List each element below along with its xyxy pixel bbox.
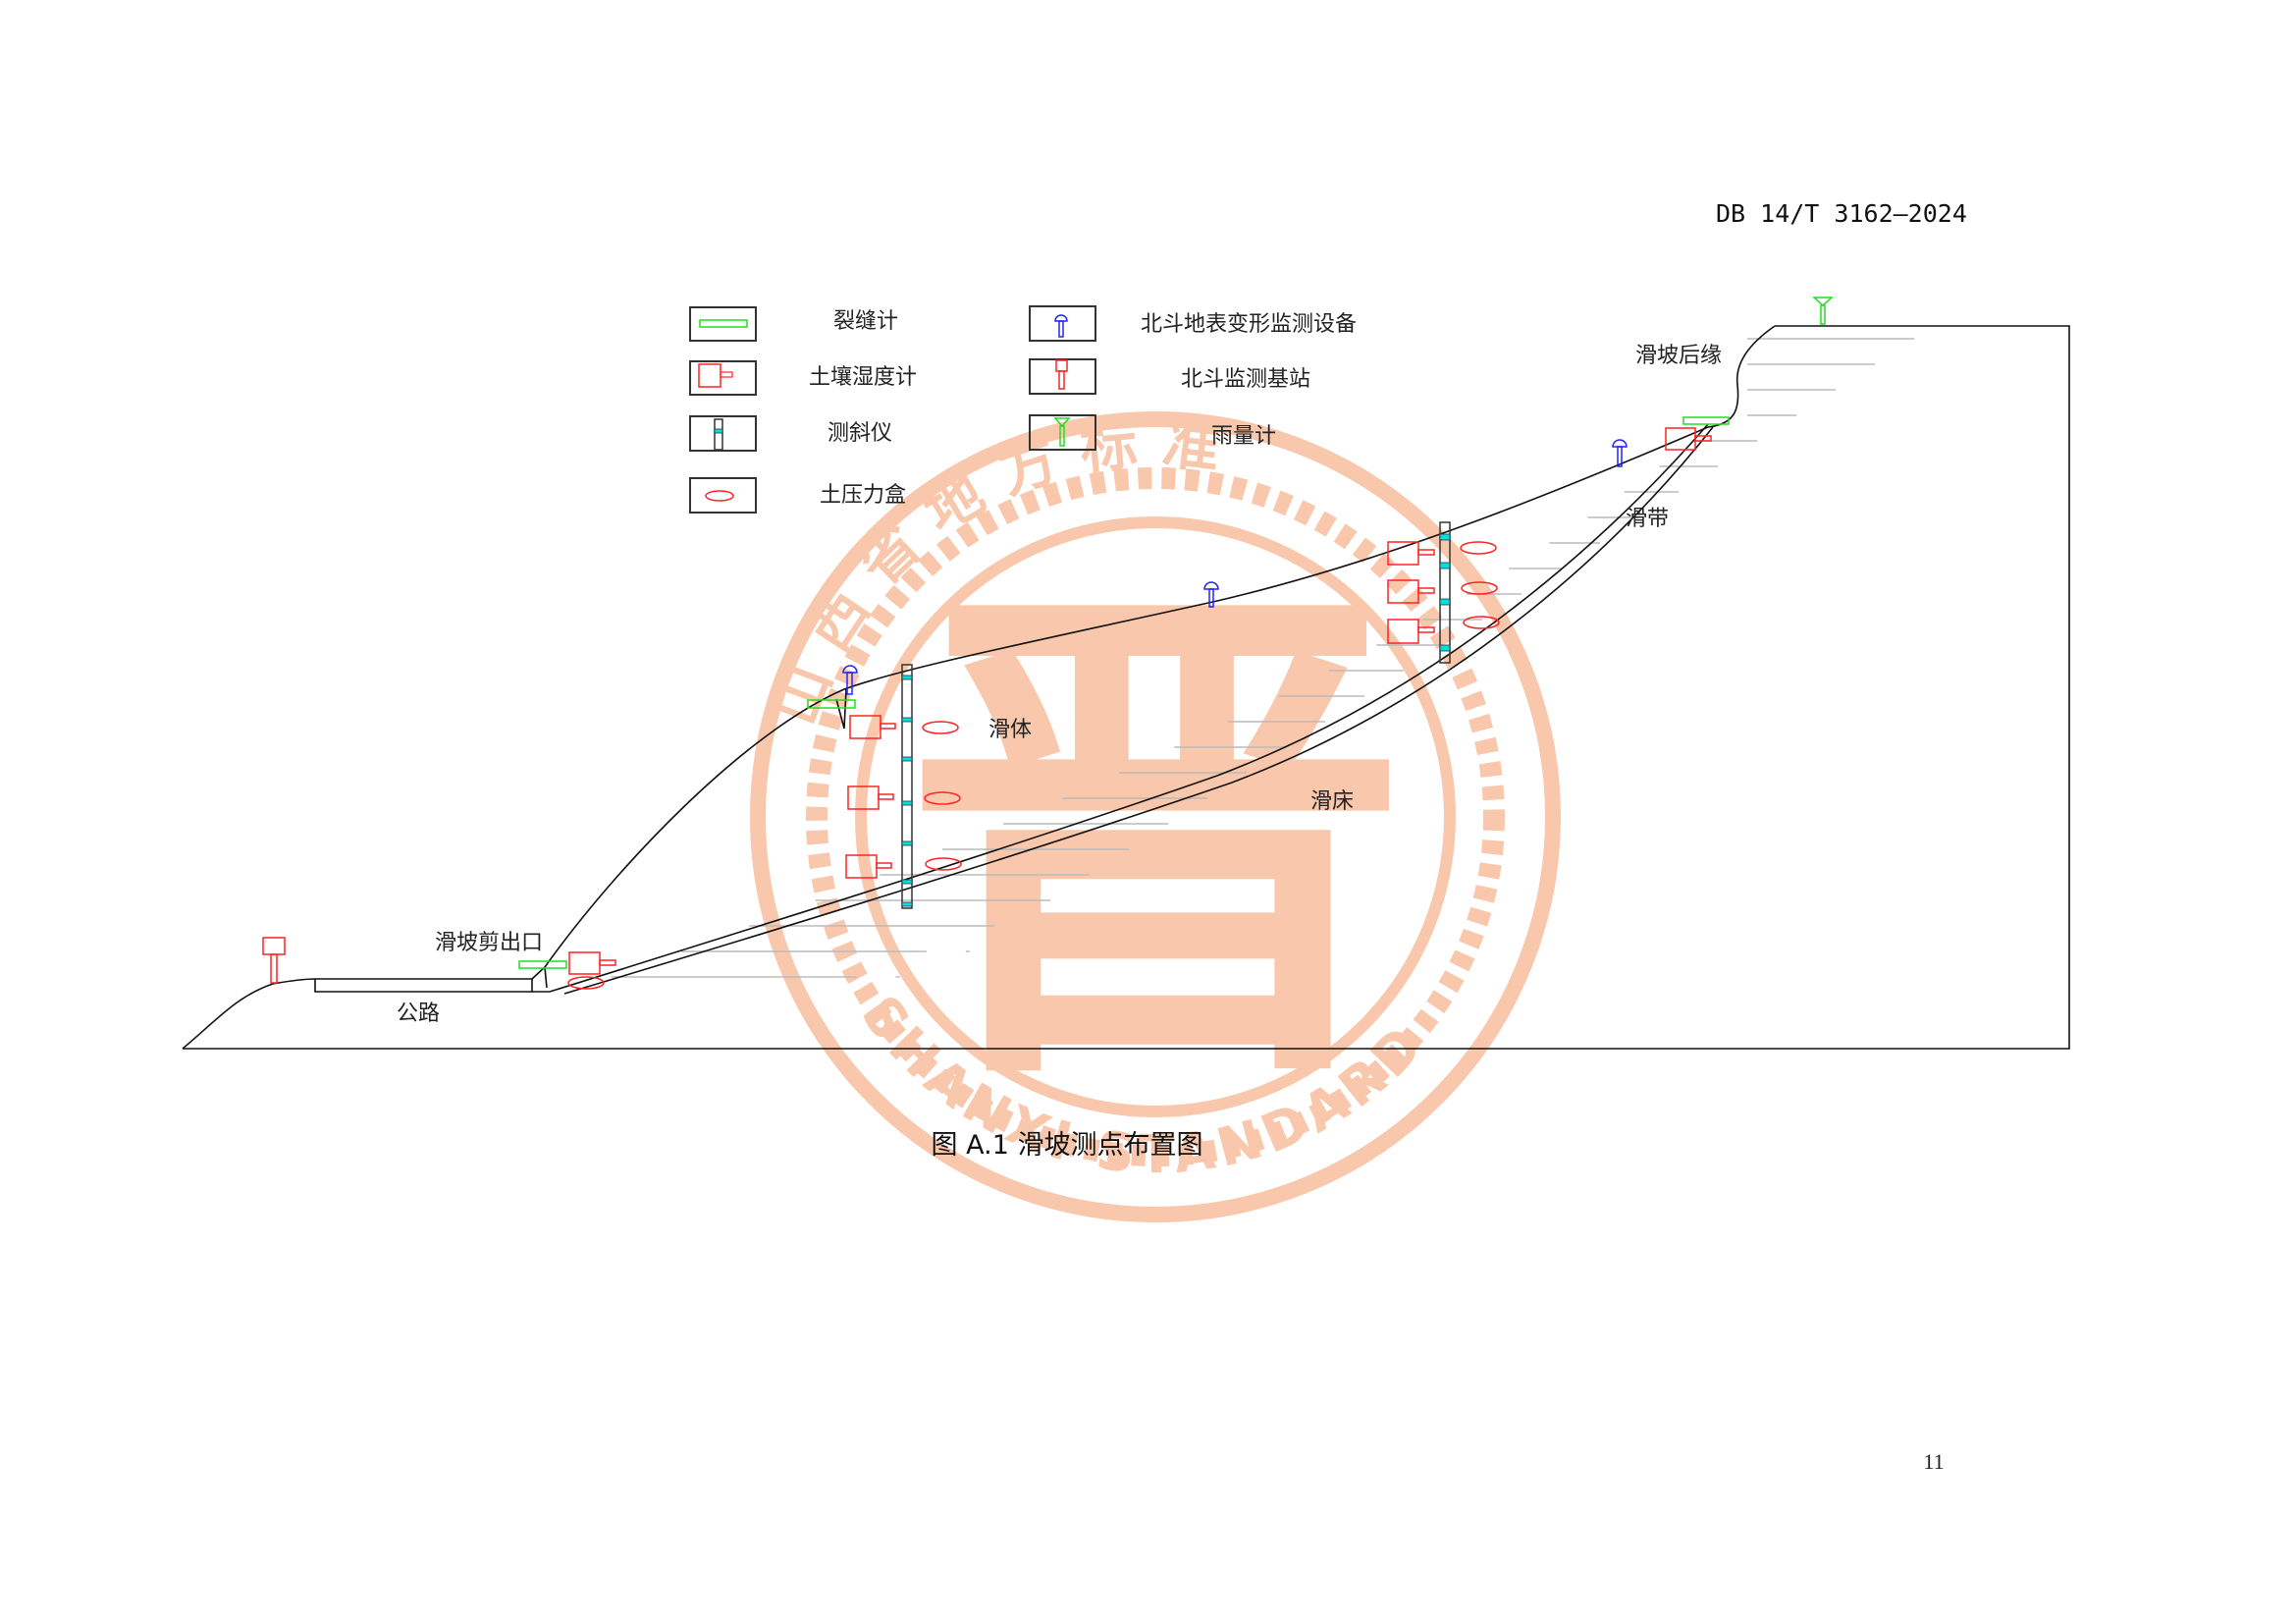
soil-moisture-meter-icon [698, 363, 733, 388]
crack-meter [1682, 416, 1730, 425]
legend-label: 北斗监测基站 [1181, 367, 1310, 392]
rear-scarp-line [1707, 325, 1776, 428]
beidou-surface-monitor [842, 665, 858, 695]
legend-box [1029, 305, 1096, 342]
earth-pressure-cell [925, 857, 962, 871]
earth-pressure-cell [567, 976, 605, 990]
crack-meter-icon [699, 319, 748, 328]
slip-surface-lower [563, 426, 1714, 995]
legend-box [1029, 414, 1096, 451]
legend-box [689, 415, 757, 452]
watermark-seal: 山西省地方标准 SHANXI STANDARD 晋 [750, 408, 1561, 1222]
inclinometer [1439, 521, 1451, 664]
legend-label: 土压力盒 [820, 483, 906, 508]
label-shear-outlet: 滑坡剪出口 [435, 931, 543, 955]
legend-box [689, 306, 757, 342]
earth-pressure-cell [1463, 616, 1500, 629]
beidou-base-station-icon [1055, 359, 1068, 390]
legend: 裂缝计 土壤湿度计 测斜仪 土压力盒 北斗地表变形监测设备 北斗监测基站 [689, 305, 1357, 514]
road-outline [182, 978, 533, 1050]
earth-pressure-cell [922, 721, 959, 734]
section-outline [183, 325, 2070, 1050]
tension-crack [835, 688, 847, 730]
beidou-surface-monitor [1612, 439, 1628, 467]
soil-moisture-meter [1387, 541, 1435, 566]
legend-box [689, 477, 757, 514]
page-number: 11 [1923, 1449, 1944, 1474]
beidou-base-station [262, 937, 286, 984]
shear-crack [544, 966, 548, 989]
legend-label: 裂缝计 [833, 309, 898, 334]
figure-caption: 图 A.1 滑坡测点布置图 [932, 1130, 1203, 1161]
standard-number: DB 14/T 3162—2024 [1716, 199, 1967, 228]
legend-box [689, 360, 757, 396]
soil-moisture-meter [1387, 579, 1435, 604]
legend-label: 雨量计 [1211, 424, 1276, 449]
earth-pressure-cell [1461, 581, 1498, 595]
crack-meter [518, 960, 567, 969]
beidou-surface-monitor [1203, 581, 1219, 608]
soil-moisture-meter [845, 854, 892, 879]
legend-box [1029, 358, 1096, 395]
label-road: 公路 [397, 1001, 440, 1026]
earth-pressure-cell-icon [705, 490, 734, 502]
label-slip-zone: 滑带 [1626, 507, 1669, 531]
rain-gauge [1812, 297, 1834, 325]
slide-bed-hatching [611, 338, 1914, 978]
label-rear-edge: 滑坡后缘 [1635, 344, 1722, 368]
legend-label: 测斜仪 [828, 421, 892, 446]
soil-moisture-meter [568, 951, 616, 975]
seal-fret-band [806, 467, 1505, 1166]
seal-center-char: 晋 [900, 547, 1411, 1142]
label-slide-body: 滑体 [988, 718, 1032, 742]
crack-meter [807, 699, 856, 709]
soil-moisture-meter [849, 715, 896, 739]
earth-pressure-cell [924, 791, 961, 805]
instruments [262, 297, 1834, 990]
rain-gauge-icon [1053, 417, 1071, 447]
seal-outer-ring [750, 411, 1561, 1222]
beidou-surface-deformation-icon [1054, 314, 1068, 338]
soil-moisture-meter [1665, 427, 1712, 451]
earth-pressure-cell [1460, 541, 1497, 555]
inclinometer [901, 664, 913, 909]
ground-surface-line [531, 426, 1709, 980]
label-slide-bed: 滑床 [1310, 789, 1354, 814]
slip-surface-upper [549, 423, 1709, 993]
legend-label: 北斗地表变形监测设备 [1141, 312, 1357, 337]
legend-label: 土壤湿度计 [809, 365, 917, 390]
slope-profile [182, 325, 2070, 1050]
soil-moisture-meter [1387, 619, 1435, 644]
seal-inner-ring [855, 516, 1456, 1117]
soil-moisture-meter [847, 785, 894, 810]
inclinometer-icon [714, 418, 723, 451]
